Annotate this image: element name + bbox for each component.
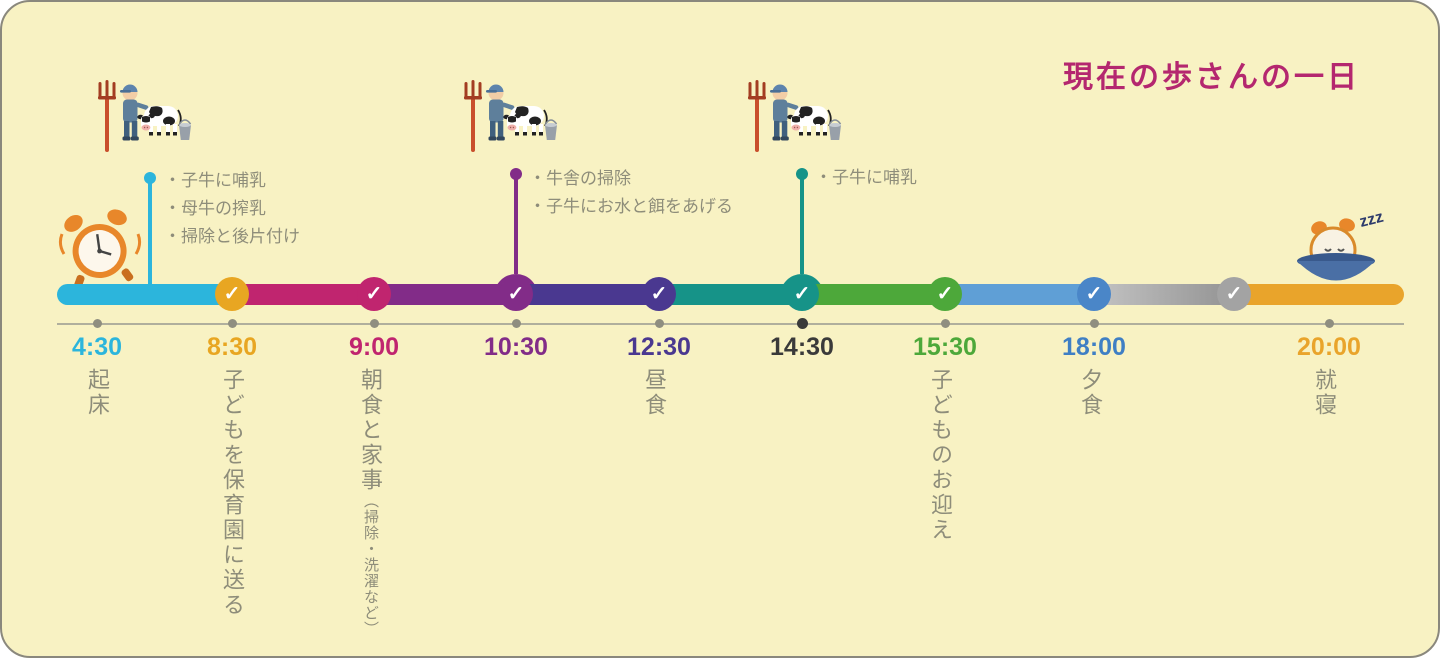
callout-afternoon-chores: ・子牛に哺乳	[815, 164, 917, 192]
activity-label-dinner: 夕食	[1078, 368, 1103, 418]
axis-line	[57, 323, 1404, 325]
tick-dot	[227, 319, 237, 328]
activity-label-wake: 起床	[85, 368, 110, 418]
timeline-segment	[57, 284, 234, 305]
activity-label-sleep: 就寝	[1312, 368, 1337, 418]
activity-label-breakfast: 朝食と家事（掃除・洗濯など）	[354, 368, 386, 637]
check-icon: ✓	[1085, 283, 1103, 305]
activity-label-main: 朝食と家事	[358, 368, 383, 493]
checkpoint-830: ✓	[215, 277, 249, 311]
timeline-segment	[802, 284, 945, 305]
timeline-segment	[659, 284, 802, 305]
callout-line	[514, 178, 518, 274]
timeline-segment	[516, 284, 659, 305]
farmer-cow-icon	[460, 72, 560, 164]
callout-line	[148, 182, 152, 295]
check-icon: ✓	[365, 283, 383, 305]
activity-label-pickup: 子どものお迎え	[928, 368, 953, 543]
time-label: 10:30	[484, 333, 548, 361]
check-icon: ✓	[1225, 283, 1243, 305]
activity-label-daycare: 子どもを保育園に送る	[220, 368, 245, 618]
time-label: 8:30	[206, 333, 258, 361]
page-title: 現在の歩さんの一日	[1063, 61, 1360, 94]
time-label: 15:30	[913, 333, 977, 361]
tick-dot	[1324, 319, 1334, 328]
timeline-segment	[945, 284, 1094, 305]
time-label: 18:00	[1062, 333, 1126, 361]
callout-item: ・掃除と後片付け	[164, 227, 300, 246]
callout-item: ・子牛に哺乳	[164, 171, 266, 190]
timeline-segment	[1094, 284, 1235, 305]
callout-dot	[510, 168, 522, 180]
callout-item: ・母牛の搾乳	[164, 199, 266, 218]
checkpoint-1430: ✓	[785, 277, 819, 311]
tick-dot-current	[796, 318, 808, 329]
callout-line	[800, 178, 804, 274]
callout-item: ・子牛にお水と餌をあげる	[529, 197, 733, 216]
time-label: 4:30	[71, 333, 123, 361]
tick-dot	[511, 319, 521, 328]
callout-morning-chores: ・子牛に哺乳 ・母牛の搾乳 ・掃除と後片付け	[164, 167, 300, 251]
tick-dot	[940, 319, 950, 328]
checkpoint-evening: ✓	[1217, 277, 1251, 311]
checkpoint-900: ✓	[357, 277, 391, 311]
farmer-cow-icon	[94, 72, 194, 164]
checkpoint-1800: ✓	[1077, 277, 1111, 311]
timeline-segment	[234, 284, 374, 305]
time-label: 12:30	[627, 333, 691, 361]
tick-dot	[1089, 319, 1099, 328]
check-icon: ✓	[793, 283, 811, 305]
tick-dot	[369, 319, 379, 328]
checkpoint-1230: ✓	[642, 277, 676, 311]
callout-midmorning-chores: ・牛舎の掃除 ・子牛にお水と餌をあげる	[529, 165, 733, 221]
farmer-cow-icon	[744, 72, 844, 164]
timeline-segment	[1235, 284, 1404, 305]
activity-label-note: （掃除・洗濯など）	[362, 493, 379, 637]
checkpoint-1530: ✓	[928, 277, 962, 311]
callout-item: ・子牛に哺乳	[815, 168, 917, 187]
callout-dot	[144, 172, 156, 184]
time-label: 20:00	[1297, 333, 1361, 361]
activity-label-lunch: 昼食	[642, 368, 667, 418]
callout-item: ・牛舎の掃除	[529, 169, 631, 188]
check-icon: ✓	[936, 283, 954, 305]
check-icon: ✓	[507, 283, 525, 305]
check-icon: ✓	[650, 283, 668, 305]
time-label: 9:00	[348, 333, 400, 361]
checkpoint-1030: ✓	[499, 277, 533, 311]
alarm-clock-icon	[58, 206, 142, 294]
timeline-segment	[374, 284, 516, 305]
callout-dot	[796, 168, 808, 180]
tick-dot	[92, 319, 102, 328]
time-label-current: 14:30	[770, 333, 834, 361]
check-icon: ✓	[223, 283, 241, 305]
tick-dot	[654, 319, 664, 328]
